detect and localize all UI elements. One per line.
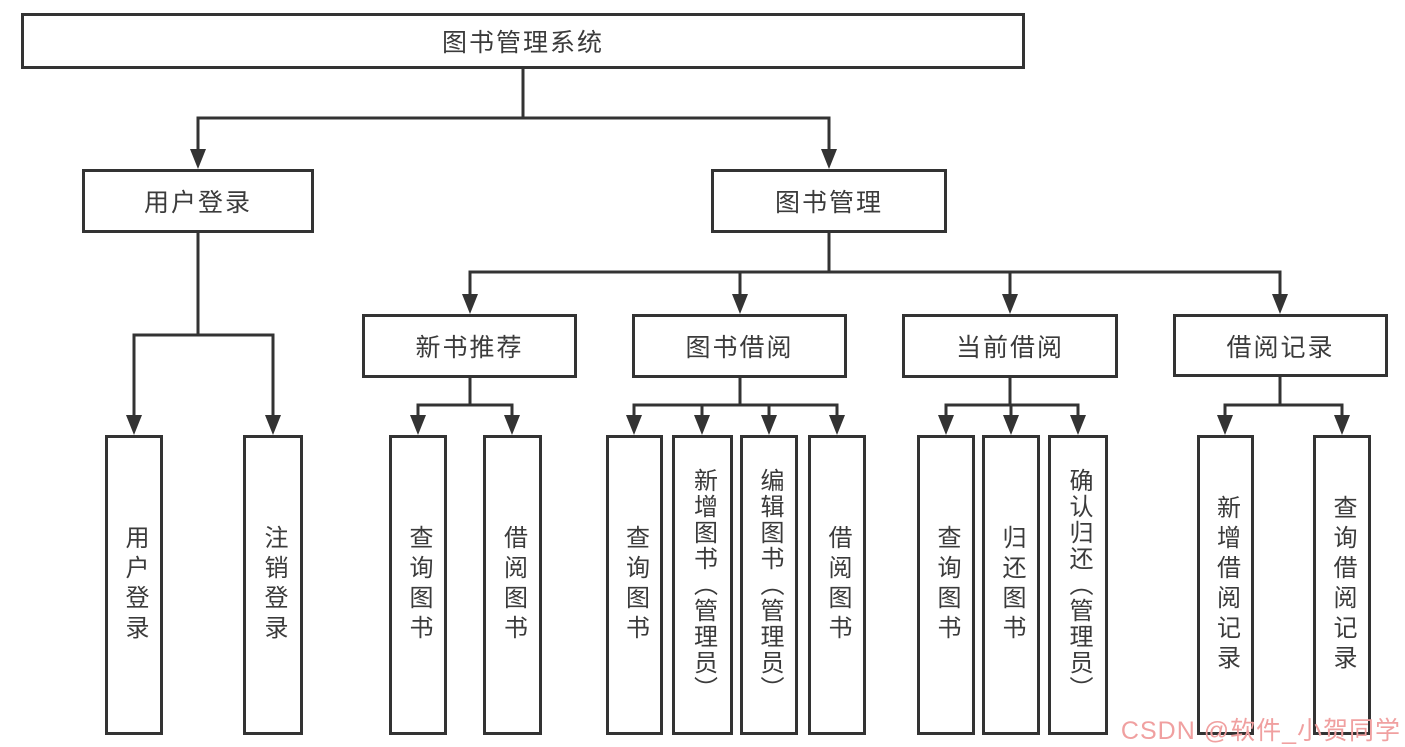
leaf-label: 借阅图书 (499, 525, 527, 645)
leaf-query-borrow-record: 查询借阅记录 (1313, 435, 1371, 735)
leaf-label: 编辑图书（管理员） (756, 468, 783, 702)
leaf-edit-book-admin: 编辑图书（管理员） (740, 435, 798, 735)
leaf-label: 借阅图书 (824, 525, 851, 645)
csdn-watermark: CSDN @软件_小贺同学 (1120, 717, 1401, 745)
leaf-label: 注销登录 (260, 525, 287, 645)
leaf-label: 查询图书 (405, 525, 432, 645)
leaf-borrow-book: 借阅图书 (808, 435, 866, 735)
leaf-confirm-return-admin: 确认归还（管理员） (1048, 435, 1108, 735)
leaf-label: 确认归还（管理员） (1065, 468, 1092, 702)
tree-branch-lines (132, 67, 1344, 420)
leaf-user-login: 用户登录 (105, 435, 163, 735)
leaf-label: 查询图书 (621, 525, 649, 645)
leaf-label: 新增借阅记录 (1212, 495, 1240, 675)
leaf-borrow-book-recommend: 借阅图书 (483, 435, 542, 735)
node-library-system: 图书管理系统 (21, 13, 1025, 69)
leaf-query-book-recommend: 查询图书 (389, 435, 447, 735)
node-borrow-records: 借阅记录 (1173, 314, 1388, 377)
leaf-add-book-admin: 新增图书（管理员） (672, 435, 733, 735)
leaf-label: 归还图书 (998, 525, 1025, 645)
leaf-query-book-borrow: 查询图书 (606, 435, 663, 735)
node-current-borrow: 当前借阅 (902, 314, 1118, 378)
node-new-book-recommend: 新书推荐 (362, 314, 577, 378)
node-user-login: 用户登录 (82, 169, 314, 233)
arrowhead-icons (126, 149, 1350, 435)
leaf-label: 用户登录 (121, 525, 148, 645)
leaf-logout: 注销登录 (243, 435, 303, 735)
node-book-management: 图书管理 (711, 169, 947, 233)
leaf-label: 新增图书（管理员） (689, 468, 717, 702)
leaf-query-book-current: 查询图书 (917, 435, 975, 735)
leaf-label: 查询借阅记录 (1329, 495, 1356, 675)
leaf-add-borrow-record: 新增借阅记录 (1197, 435, 1254, 735)
node-book-borrow: 图书借阅 (632, 314, 847, 378)
leaf-label: 查询图书 (933, 525, 960, 645)
leaf-return-book: 归还图书 (982, 435, 1040, 735)
